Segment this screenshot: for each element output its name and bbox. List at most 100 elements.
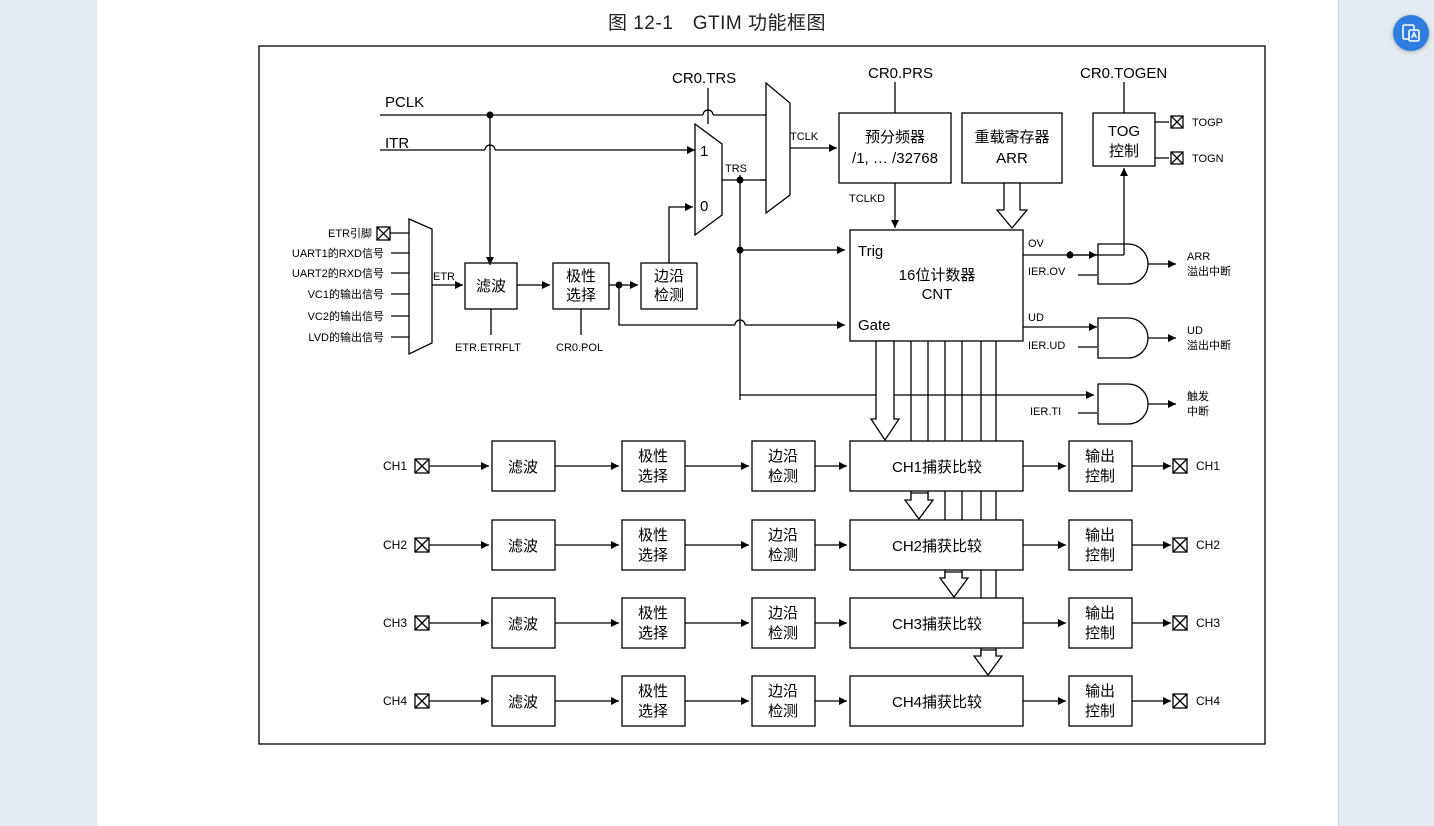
- ud-irq-text-2: 溢出中断: [1187, 338, 1231, 352]
- itr-label: ITR: [385, 135, 409, 152]
- trs-label: TRS: [725, 163, 747, 175]
- arr-irq-text-2: 溢出中断: [1187, 264, 1231, 278]
- ch-input-pin-x: [414, 693, 430, 709]
- tclkd-label: TCLKD: [849, 193, 885, 205]
- ch-output-pin-label: CH3: [1196, 616, 1220, 630]
- ch-polarity-text: 极性: [638, 683, 668, 700]
- pclk-label: PCLK: [385, 94, 424, 111]
- ch-edge-text: 检测: [768, 547, 798, 564]
- mux-in1-label: 1: [700, 143, 708, 160]
- ch-edge-text: 边沿: [768, 605, 798, 622]
- reload-block: [961, 112, 1063, 184]
- ch-capture-text: CH2捕获比较: [892, 537, 982, 555]
- etr-edge-text-1: 边沿: [654, 268, 684, 285]
- ch-capture-text: CH4捕获比较: [892, 693, 982, 711]
- togn-pin: [1170, 151, 1184, 165]
- prescaler-text-1: 预分频器: [865, 129, 925, 146]
- etr-input-label: ETR引脚: [328, 226, 372, 240]
- togn-label: TOGN: [1192, 153, 1224, 165]
- and-gate-ov: [1097, 243, 1149, 285]
- ch-polarity-text: 选择: [638, 468, 668, 485]
- cr0-pol-label: CR0.POL: [556, 342, 603, 354]
- reload-text-1: 重载寄存器: [974, 128, 1049, 146]
- ch-polarity-text: 选择: [638, 547, 668, 564]
- ud-irq-text-1: UD: [1187, 325, 1203, 337]
- cr0-prs-label: CR0.PRS: [868, 65, 933, 82]
- counter-trig-label: Trig: [858, 243, 883, 260]
- tclk-mux: [765, 81, 791, 215]
- cr0-togen-label: CR0.TOGEN: [1080, 65, 1167, 82]
- ch-output-pin-label: CH1: [1196, 459, 1220, 473]
- tog-text-2: 控制: [1109, 143, 1139, 160]
- ch-pin-label: CH3: [383, 616, 407, 630]
- ch-filter-text: 滤波: [508, 459, 538, 476]
- trs-mux: [694, 122, 723, 237]
- ch-filter-text: 滤波: [508, 538, 538, 555]
- etr-polarity-text-1: 极性: [566, 268, 596, 285]
- translate-doc-button[interactable]: [1393, 15, 1429, 51]
- cr0-trs-label: CR0.TRS: [672, 70, 736, 87]
- ch-output-pin-label: CH2: [1196, 538, 1220, 552]
- ch-output-pin-x: [1172, 458, 1188, 474]
- ier-ov-label: IER.OV: [1028, 266, 1066, 278]
- tog-text-1: TOG: [1108, 123, 1140, 140]
- ch-output-text: 输出: [1085, 448, 1115, 465]
- etr-input-label: VC1的输出信号: [308, 287, 384, 301]
- mux-in0-label: 0: [700, 198, 708, 215]
- ch-output-text: 输出: [1085, 683, 1115, 700]
- ch-pin-label: CH4: [383, 694, 407, 708]
- figure-caption: 图 12-1 GTIM 功能框图: [607, 13, 827, 34]
- ch-edge-text: 边沿: [768, 527, 798, 544]
- ch-output-pin: [1172, 615, 1188, 631]
- etr-edge-text-2: 检测: [654, 287, 684, 304]
- tclk-label: TCLK: [790, 131, 819, 143]
- ier-ud-label: IER.UD: [1028, 340, 1065, 352]
- ch-output-pin: [1172, 537, 1188, 553]
- ch-output-pin-x: [1172, 537, 1188, 553]
- and-gate-ud: [1097, 317, 1149, 359]
- ch-edge-text: 检测: [768, 625, 798, 642]
- etr-input-label: UART2的RXD信号: [292, 266, 384, 280]
- etr-polarity-text-2: 选择: [566, 287, 596, 304]
- etr-filter-text: 滤波: [476, 278, 506, 295]
- ch-output-pin: [1172, 693, 1188, 709]
- ch-output-pin-x: [1172, 693, 1188, 709]
- etr-input-label: VC2的输出信号: [308, 309, 384, 323]
- ch-capture-block: [849, 519, 1024, 571]
- ch-output-text: 输出: [1085, 527, 1115, 544]
- ch-filter-text: 滤波: [508, 694, 538, 711]
- counter-text-1: 16位计数器: [899, 267, 976, 284]
- ud-label: UD: [1028, 312, 1044, 324]
- diagram-frame: [258, 45, 1266, 745]
- arr-load-arrow: [995, 182, 1029, 230]
- ch-capture-block: [849, 597, 1024, 649]
- ch-output-pin-label: CH4: [1196, 694, 1220, 708]
- gate-line: [618, 285, 845, 325]
- etr-input-label: UART1的RXD信号: [292, 246, 384, 260]
- ch-output-pin: [1172, 458, 1188, 474]
- ch-input-pin-x: [414, 458, 430, 474]
- right-gutter: [1338, 0, 1434, 826]
- togp-pin: [1170, 115, 1184, 129]
- ov-label: OV: [1028, 238, 1045, 250]
- etr-mux: [408, 218, 433, 356]
- counter-gate-label: Gate: [858, 317, 891, 334]
- left-gutter: [0, 0, 98, 826]
- ch-polarity-text: 极性: [638, 448, 668, 465]
- ch-output-text: 控制: [1085, 547, 1115, 564]
- ch-input-pin-x: [414, 615, 430, 631]
- etr-input-label: LVD的输出信号: [308, 330, 384, 344]
- ch-edge-text: 边沿: [768, 683, 798, 700]
- etr-label: ETR: [433, 271, 455, 283]
- prescaler-text-2: /1, … /32768: [852, 150, 938, 167]
- counter-block: [849, 229, 1024, 342]
- ier-ti-label: IER.TI: [1030, 406, 1061, 418]
- ch-input-pin-x: [414, 537, 430, 553]
- ch-output-pin-x: [1172, 615, 1188, 631]
- ch-edge-text: 检测: [768, 703, 798, 720]
- ch-capture-block: [849, 675, 1024, 727]
- ch-capture-text: CH1捕获比较: [892, 458, 982, 476]
- ch-polarity-text: 选择: [638, 703, 668, 720]
- ch-polarity-text: 极性: [638, 605, 668, 622]
